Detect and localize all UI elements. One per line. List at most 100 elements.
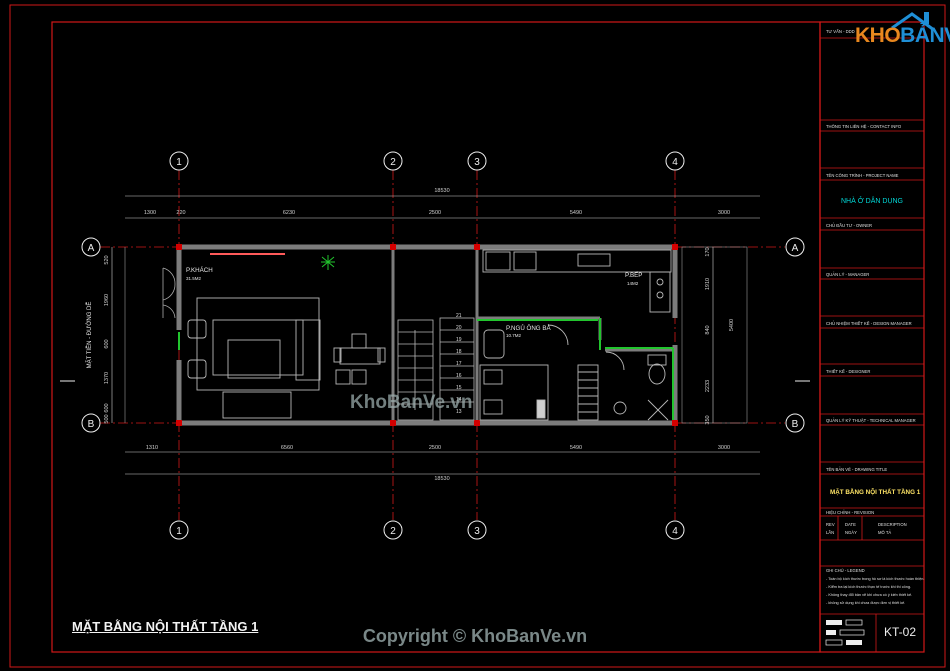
tb-rev-sub-0: LẦN [826,530,834,535]
back-yard-outline [681,246,748,424]
outer-frame [9,4,946,668]
title-block-lines [820,37,924,652]
dim-right-4: 350 [705,415,711,424]
dim-top-1: 220 [176,210,185,216]
grid-col-2-top: 2 [390,157,396,168]
tb-rev-col-1: DATE [845,522,856,527]
tb-project-name: NHÀ Ở DÂN DỤNG [841,196,903,205]
tb-rev-sub-2: MÔ TẢ [878,530,891,535]
dim-top-4: 5490 [570,210,582,216]
dim-top-0: 1300 [144,210,156,216]
dim-left-0: 520 [104,255,110,264]
wc-fixtures [577,351,669,421]
grid-row-b-right: B [792,419,799,430]
tb-project-label: TÊN CÔNG TRÌNH - PROJECT NAME [826,173,899,178]
tb-scale-box [825,619,865,646]
dim-left-4: 600 [104,403,110,412]
tb-design-manager: CHỦ NHIỆM THIẾT KẾ - DESIGN MANAGER [826,321,912,326]
dim-top-total: 18530 [434,188,449,194]
tb-manager: QUẢN LÝ - MANAGER [826,272,869,277]
stair-no-13: 13 [456,409,462,415]
bedroom-furniture [479,324,569,421]
dim-right-2: 840 [705,325,711,334]
dimension-lines [111,195,760,475]
dim-left-2: 600 [104,339,110,348]
grid-col-1-top: 1 [176,157,182,168]
plant [321,255,335,270]
tb-drawing-title-label: TÊN BẢN VẼ - DRAWING TITLE [826,467,887,472]
stair-no-19: 19 [456,337,462,343]
grid-col-4-bottom: 4 [672,526,678,537]
title-block-frame [819,21,925,653]
dim-left-5: 500 [104,414,110,423]
room-bedroom-label: P.NGỦ ÔNG BÀ [506,325,551,332]
dim-left-3: 1370 [104,372,110,384]
tb-revision: HIỆU CHỈNH - REVISION [826,510,874,515]
stair-no-14: 14 [456,397,462,403]
tb-designer: THIẾT KẾ - DESIGNER [826,369,870,374]
dim-right-1: 1910 [705,278,711,290]
watermark: KhoBanVe.vn [350,392,473,413]
tb-rev-sub-1: NGÀY [845,530,857,535]
grid-col-3-top: 3 [474,157,480,168]
dim-top-5: 3000 [718,210,730,216]
grid-bubbles [81,151,805,540]
stair-no-17: 17 [456,361,462,367]
dim-bottom-2: 2500 [429,445,441,451]
tb-note-3: - không sử dụng khi chưa được đơn vị thi… [826,601,905,605]
tb-note-0: - Toàn bộ kích thước trong hồ sơ là kích… [826,577,924,581]
tb-note-2: - Không thay đổi bản vẽ khi chưa có ý ki… [826,593,912,597]
room-bedroom-area: 10.7M2 [506,333,522,338]
tb-contact: THÔNG TIN LIÊN HỆ - CONTACT INFO [826,124,902,129]
grid-row-a-right: A [792,243,799,254]
tb-owner: CHỦ ĐẦU TƯ - OWNER [826,223,872,228]
living-room-furniture [187,253,386,419]
grid-row-a-left: A [88,243,95,254]
staircase [397,317,475,421]
stair-no-18: 18 [456,349,462,355]
front-doors [162,267,176,319]
dim-top-2: 6230 [283,210,295,216]
grid-col-1-bottom: 1 [176,526,182,537]
tb-tech: QUẢN LÝ KỸ THUẬT - TECHNICAL MANAGER [826,418,916,423]
dim-top-3: 2500 [429,210,441,216]
copyright: Copyright © KhoBanVe.vn [362,626,588,646]
green-partitions [178,318,674,423]
room-kitchen-label: P.BẾP [625,272,642,279]
tb-note-1: - Kiểm tra lại kích thước thực tế trước … [826,585,911,589]
dim-bottom-0: 1310 [146,445,158,451]
street-label: MẶT TIỀN - ĐƯỜNG DỄ [86,302,93,369]
tb-rev-col-2: DESCRIPTION [878,522,907,527]
logo-part1: KHO [855,24,901,47]
dim-right-0: 170 [705,247,711,256]
dim-right-5: 5400 [729,319,735,331]
grid-row-b-left: B [88,419,95,430]
grid-col-4-top: 4 [672,157,678,168]
stair-no-16: 16 [456,373,462,379]
sheet-number: KT-02 [883,625,916,639]
stair-no-20: 20 [456,325,462,331]
dim-bottom-1: 6560 [281,445,293,451]
tb-rev-col-0: REV [826,522,835,527]
logo: KHOBẢNVẼ [855,24,950,48]
room-living-label: P.KHÁCH [186,267,213,274]
exterior-walls [176,244,678,426]
dim-bottom-4: 3000 [718,445,730,451]
dim-right-3: 2233 [705,380,711,392]
stair-no-15: 15 [456,385,462,391]
room-living-area: 31.5M2 [186,276,202,281]
grid-col-3-bottom: 3 [474,526,480,537]
drawing-frame [51,21,821,653]
dim-bottom-total: 18530 [434,476,449,482]
logo-house-icon [891,12,935,32]
tb-header: TƯ VẤN - DDD [826,29,855,34]
kitchen-furniture [482,249,672,313]
stair-no-21: 21 [456,313,462,319]
dim-bottom-3: 5490 [570,445,582,451]
tb-drawing-title: MẶT BẰNG NỘI THẤT TẦNG 1 [830,486,921,496]
room-kitchen-area: 14M2 [627,281,639,286]
grid-col-2-bottom: 2 [390,526,396,537]
dim-left-1: 1960 [104,294,110,306]
